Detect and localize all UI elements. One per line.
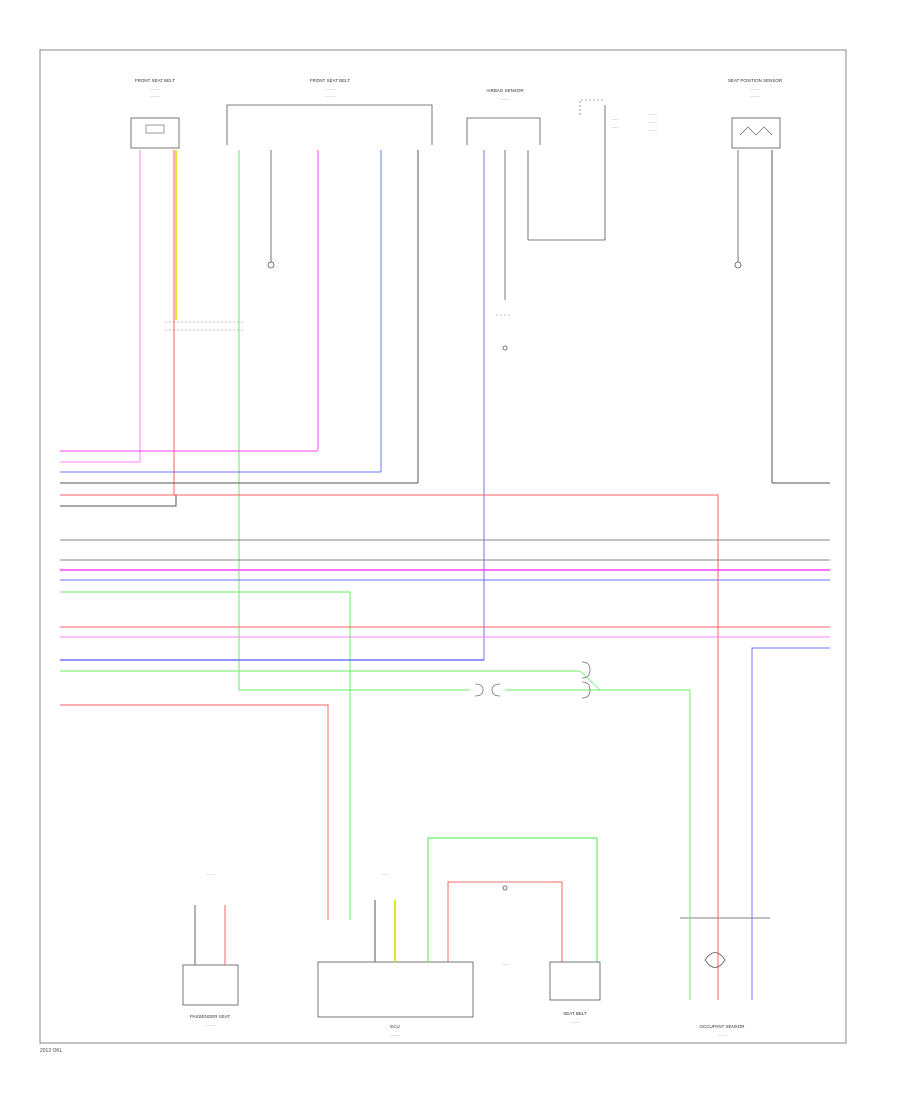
svg-text:.........: ......... (648, 128, 658, 132)
svg-text:..........: .......... (717, 1033, 728, 1037)
mid-connectors (474, 661, 601, 699)
svg-text:.........: ......... (648, 112, 658, 116)
svg-text:..........: .......... (390, 1033, 401, 1037)
top-right-module-label: SEAT POSITION SENSOR (728, 78, 783, 83)
svg-text:..........: .......... (500, 97, 511, 101)
svg-text:..........: .......... (205, 1023, 216, 1027)
svg-text:..........: .......... (150, 94, 161, 98)
bottom-seatbelt-module: SEAT BELT .......... ...... (502, 961, 601, 1024)
ground-symbols (267, 261, 742, 891)
svg-text:.........: ......... (648, 120, 658, 124)
top-center-module-label: AIRBAG SENSOR (486, 88, 524, 93)
top-mid-module-label: FRONT SEAT BELT (310, 78, 350, 83)
bottom-right-module: OCCUPANT SENSOR .......... (680, 840, 770, 1037)
svg-text:.......: ....... (381, 872, 388, 876)
top-left-module: FRONT SEAT BELT .......... .......... (130, 78, 180, 149)
top-right-module: SEAT POSITION SENSOR .......... ........… (728, 78, 783, 149)
diagram-frame (39, 49, 847, 1044)
svg-text:..........: .......... (150, 87, 161, 91)
top-center-module: AIRBAG SENSOR .......... (466, 88, 541, 145)
svg-text:..........: .......... (325, 87, 336, 91)
svg-text:.......: ....... (612, 117, 619, 121)
top-left-module-label: FRONT SEAT BELT (135, 78, 175, 83)
svg-text:.......: ....... (206, 872, 213, 876)
bottom-ecu: ECU .......... ....... (317, 837, 598, 1037)
splice-lines (165, 314, 510, 331)
svg-text:.......: ....... (612, 125, 619, 129)
bottom-right-module-label: OCCUPANT SENSOR (699, 1024, 745, 1029)
svg-text:..........: .......... (570, 1020, 581, 1024)
svg-text:..........: .......... (750, 87, 761, 91)
bus-lines (60, 450, 830, 920)
footer-text: 2012 OKL (40, 1048, 63, 1054)
wires-top (139, 150, 773, 690)
top-junction: ....... ....... ......... ......... ....… (528, 99, 658, 241)
top-mid-module: FRONT SEAT BELT .......... .......... (226, 78, 433, 145)
bottom-seatbelt-label: SEAT BELT (563, 1011, 587, 1016)
svg-text:......: ...... (502, 962, 508, 966)
svg-text:..........: .......... (325, 94, 336, 98)
bottom-left-module: PASSENGER SEAT .......... ....... (182, 872, 239, 1027)
bottom-ecu-label: ECU (390, 1024, 400, 1029)
bottom-left-module-label: PASSENGER SEAT (190, 1014, 231, 1019)
svg-text:..........: .......... (750, 94, 761, 98)
